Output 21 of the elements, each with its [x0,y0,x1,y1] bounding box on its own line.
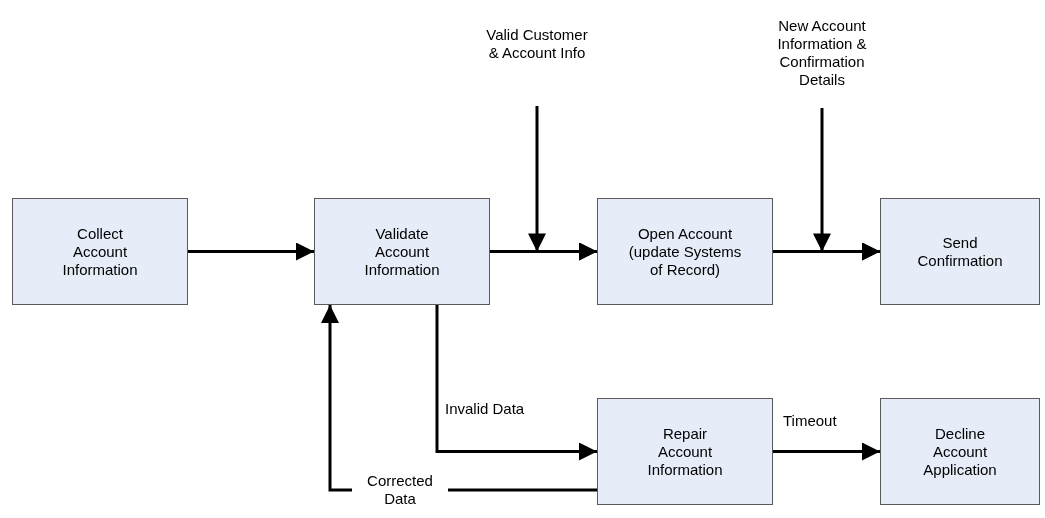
process-box [597,398,773,505]
process-box [880,398,1040,505]
process-box [880,198,1040,305]
process-box [12,198,188,305]
process-box [597,198,773,305]
edge-label: Timeout [783,412,837,430]
edge-label: Invalid Data [445,400,525,418]
arrow [813,108,880,261]
input-label: Valid Customer & Account Info [485,26,589,62]
arrow [528,106,597,261]
process-box [314,198,490,305]
box-text: Open Account (update Systems of Record) [627,224,743,279]
arrow [773,442,880,461]
box-text: Decline Account Application [922,424,998,479]
box-text: Collect Account Information [61,224,139,279]
box-text: Validate Account Information [363,224,441,279]
box-text: Send Confirmation [916,233,1004,270]
arrow [188,242,314,261]
box-text: Repair Account Information [646,424,724,479]
arrow [435,305,597,461]
input-label: New Account Information & Confirmation Details [776,17,868,89]
